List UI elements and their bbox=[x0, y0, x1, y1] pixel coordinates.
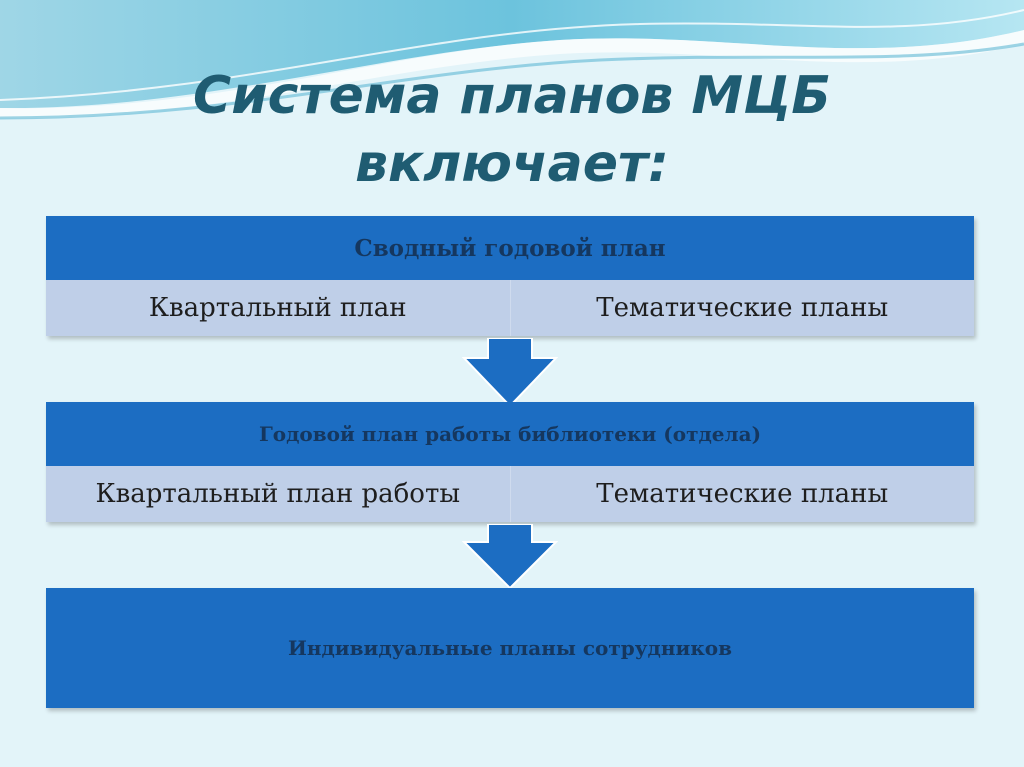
arrow-down-icon bbox=[462, 524, 558, 590]
title-line-2: включает: bbox=[355, 134, 669, 194]
block-individual-plans: Индивидуальные планы сотрудников bbox=[46, 588, 974, 708]
cell-quarterly-work-plan: Квартальный план работы bbox=[46, 466, 510, 522]
block-summary-plan: Сводный годовой план Квартальный план Те… bbox=[46, 216, 974, 336]
block-header: Индивидуальные планы сотрудников bbox=[46, 588, 974, 708]
cell-thematic-plans: Тематические планы bbox=[509, 466, 974, 522]
block-header: Сводный годовой план bbox=[46, 216, 974, 280]
block-header: Годовой план работы библиотеки (отдела) bbox=[46, 402, 974, 466]
block-cells-row: Квартальный план Тематические планы bbox=[46, 280, 974, 336]
block-annual-library-plan: Годовой план работы библиотеки (отдела) … bbox=[46, 402, 974, 522]
arrow-down-icon bbox=[462, 338, 558, 408]
cell-thematic-plans: Тематические планы bbox=[509, 280, 974, 336]
block-cells-row: Квартальный план работы Тематические пла… bbox=[46, 466, 974, 522]
cell-quarterly-plan: Квартальный план bbox=[46, 280, 510, 336]
page-title: Система планов МЦБ включает: bbox=[0, 62, 1024, 198]
wave-background bbox=[0, 0, 1024, 120]
title-line-1: Система планов МЦБ bbox=[193, 66, 831, 126]
